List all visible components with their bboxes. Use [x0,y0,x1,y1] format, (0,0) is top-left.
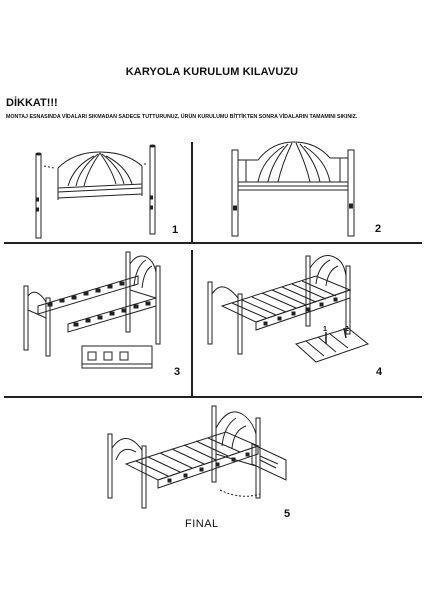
headboard-panel [238,142,348,190]
divider-horizontal-top [4,242,422,244]
right-leg [150,145,155,234]
final-caption: FINAL [185,518,219,530]
warning-text: MONTAJ ESNASINDA VİDALARI SIKMADAN SADEC… [6,114,358,120]
slat-detail-inset [296,328,368,362]
step-3-number: 3 [174,366,181,378]
detail-label-1: 1 [323,326,327,333]
step-2-number: 2 [375,223,382,235]
footboard [24,286,50,356]
left-leg [36,153,41,238]
left-post [232,150,238,236]
page-title: KARYOLA KURULUM KILAVUZU [125,66,299,78]
headboard-panel [44,152,148,200]
footboard [108,434,146,508]
warning-heading: DİKKAT!!! [6,97,58,109]
step-1-illustration [14,140,184,240]
divider-vertical-top [191,142,193,242]
step-5-number: 5 [284,508,291,520]
step-1-number: 1 [172,224,179,236]
step-4-number: 4 [376,366,383,378]
headboard [212,406,260,498]
step-3-illustration [8,246,186,386]
front-rail [256,290,350,330]
front-rail [158,446,258,488]
slats [222,276,350,322]
step-4-illustration [198,248,378,388]
assembly-arrow [220,490,260,496]
side-rail-back [38,276,138,314]
step-2-illustration [222,136,372,240]
side-rail-front [68,298,156,332]
detail-label-2: 2 [345,326,349,333]
footboard [208,282,242,354]
rail-detail-inset [82,346,152,368]
right-post [348,150,354,236]
divider-horizontal-bottom [4,396,422,398]
screw-detail-inset [252,444,286,480]
headboard [306,256,350,334]
step-5-illustration [100,404,296,514]
divider-vertical-middle [191,250,193,396]
